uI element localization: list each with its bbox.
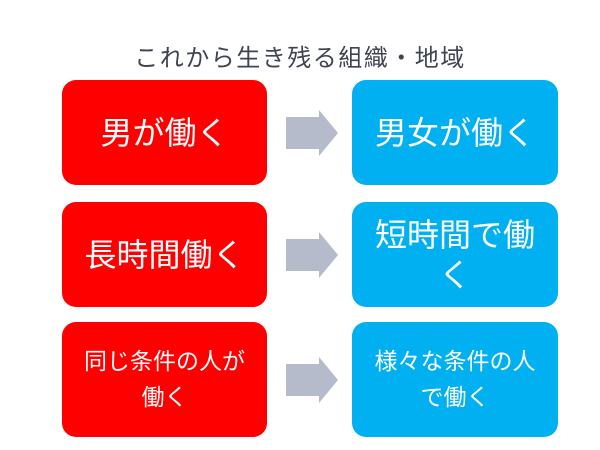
- right-block-arrow-icon: [286, 109, 338, 156]
- box-text-line: 男女が働く: [374, 114, 535, 151]
- box-text-line: 男が働く: [100, 114, 229, 151]
- box-text-line: 同じ条件の人が: [84, 347, 245, 374]
- blue-box: 男女が働く: [352, 80, 558, 185]
- diagram-row: 男が働く 男女が働く: [62, 80, 558, 185]
- diagram-row: 同じ条件の人が 働く 様々な条件の人 で働く: [62, 322, 558, 437]
- red-box: 同じ条件の人が 働く: [62, 322, 267, 437]
- box-text-line: 長時間働く: [84, 236, 245, 273]
- box-text-line: 働く: [141, 383, 188, 410]
- box-text-line: 様々な条件の人: [374, 347, 536, 374]
- blue-box: 短時間で働く: [352, 202, 558, 307]
- right-block-arrow-icon: [286, 356, 338, 403]
- diagram-row: 長時間働く 短時間で働く: [62, 202, 558, 307]
- red-box: 長時間働く: [62, 202, 267, 307]
- blue-box: 様々な条件の人 で働く: [352, 322, 558, 437]
- red-box: 男が働く: [62, 80, 267, 185]
- box-text-line: 短時間で働く: [374, 216, 535, 293]
- slide-title: これから生き残る組織・地域: [134, 45, 466, 72]
- box-text-line: で働く: [420, 383, 490, 410]
- right-block-arrow-icon: [286, 231, 338, 278]
